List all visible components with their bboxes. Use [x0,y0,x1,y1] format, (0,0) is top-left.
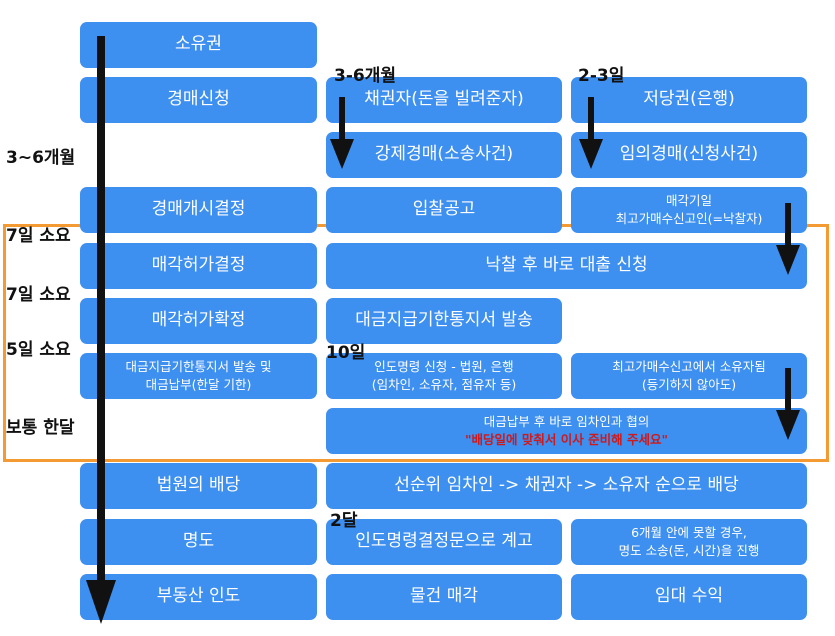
label-10-days: 10일 [326,343,366,363]
box-court-distribution-label: 법원의 배당 [156,475,241,496]
box-loan-application: 낙찰 후 바로 대출 신청 [326,243,807,289]
mid-down-arrow [330,97,354,169]
box-rental-income-label: 임대 수익 [655,586,723,607]
box-mortgage-label: 저당권(은행) [643,89,735,110]
box-sale-permission-decision-label: 매각허가결정 [151,255,246,276]
box-property-sale: 물건 매각 [326,574,562,620]
box-eviction-order-warning-label: 인도명령결정문으로 계고 [355,531,533,552]
box-voluntary-auction-label: 임의경매(신청사건) [619,144,759,165]
label-5-days: 5일 소요 [6,340,71,360]
box-sale-permission-confirmed: 매각허가확정 [80,298,317,344]
box-ownership-label: 소유권 [175,34,222,55]
right-down-arrow [579,97,603,169]
box-distribution-order-label: 선순위 임차인 -> 채권자 -> 소유자 순으로 배당 [394,475,739,496]
box-eviction-lawsuit-line2: 명도 소송(돈, 시간)을 진행 [618,543,760,558]
box-payment-deadline-notice-label: 대금지급기한통지서 발송 [355,310,533,331]
box-court-distribution: 법원의 배당 [80,463,317,509]
box-payment-deadline-notice: 대금지급기한통지서 발송 [326,298,562,344]
box-property-sale-label: 물건 매각 [410,586,478,607]
box-rental-income: 임대 수익 [571,574,807,620]
timeline-arrow [86,36,116,624]
box-compulsory-auction-label: 강제경매(소송사건) [374,144,514,165]
box-eviction-lawsuit-line1: 6개월 안에 못할 경우, [631,524,747,540]
box-distribution-order: 선순위 임차인 -> 채권자 -> 소유자 순으로 배당 [326,463,807,509]
right-arrow-to-loan [776,203,800,275]
label-2-3-days: 2-3일 [578,66,625,86]
box-compulsory-auction: 강제경매(소송사건) [326,132,562,178]
box-tenant-negotiation: 대금납부 후 바로 임차인과 협의 "배당일에 맞춰서 이사 준비해 주세요" [326,408,807,454]
box-sale-permission-decision: 매각허가결정 [80,243,317,289]
box-sale-date-line2: 최고가매수신고인(=낙찰자) [615,211,763,226]
box-auction-start-decision-label: 경매개시결정 [151,199,246,220]
label-usually-a-month: 보통 한달 [6,418,75,438]
box-mortgage: 저당권(은행) [571,77,807,123]
label-2-months: 2달 [330,511,358,531]
box-tenant-negotiation-line1: 대금납부 후 바로 임차인과 협의 [483,413,650,429]
box-payment-notice-line2: 대금납부(한달 기한) [145,377,252,392]
box-payment-notice-line1: 대금지급기한통지서 발송 및 [125,358,272,374]
box-eviction-order-request-line1: 인도명령 신청 - 법원, 은행 [374,358,514,374]
box-property-delivery: 부동산 인도 [80,574,317,620]
box-auction-application: 경매신청 [80,77,317,123]
label-3-6-months-left: 3~6개월 [6,148,76,168]
label-7-days-a: 7일 소요 [6,226,71,246]
box-eviction-lawsuit: 6개월 안에 못할 경우, 명도 소송(돈, 시간)을 진행 [571,519,807,565]
box-auction-application-label: 경매신청 [167,89,230,110]
box-sale-permission-confirmed-label: 매각허가확정 [151,310,246,331]
label-3-6-months-mid: 3-6개월 [334,66,396,86]
box-eviction: 명도 [80,519,317,565]
box-payment-notice: 대금지급기한통지서 발송 및 대금납부(한달 기한) [80,353,317,399]
box-bid-notice: 입찰공고 [326,187,562,233]
box-eviction-order-request-line2: (임차인, 소유자, 점유자 등) [371,377,517,392]
box-eviction-label: 명도 [182,531,215,552]
box-loan-application-label: 낙찰 후 바로 대출 신청 [485,255,648,276]
box-creditor: 채권자(돈을 빌려준자) [326,77,562,123]
box-sale-date: 매각기일 최고가매수신고인(=낙찰자) [571,187,807,233]
box-highest-bidder-owner-line1: 최고가매수신고에서 소유자됨 [612,358,766,374]
right-arrow-to-negotiation [776,368,800,440]
box-sale-date-line1: 매각기일 [665,192,712,208]
box-tenant-negotiation-quote: "배당일에 맞춰서 이사 준비해 주세요" [465,432,668,447]
box-creditor-label: 채권자(돈을 빌려준자) [364,89,524,110]
box-voluntary-auction: 임의경매(신청사건) [571,132,807,178]
box-ownership: 소유권 [80,22,317,68]
box-auction-start-decision: 경매개시결정 [80,187,317,233]
box-highest-bidder-owner-line2: (등기하지 않아도) [641,377,737,392]
box-eviction-order-warning: 인도명령결정문으로 계고 [326,519,562,565]
box-property-delivery-label: 부동산 인도 [156,586,241,607]
box-bid-notice-label: 입찰공고 [412,199,476,220]
box-eviction-order-request: 인도명령 신청 - 법원, 은행 (임차인, 소유자, 점유자 등) [326,353,562,399]
box-highest-bidder-owner: 최고가매수신고에서 소유자됨 (등기하지 않아도) [571,353,807,399]
label-7-days-b: 7일 소요 [6,285,71,305]
